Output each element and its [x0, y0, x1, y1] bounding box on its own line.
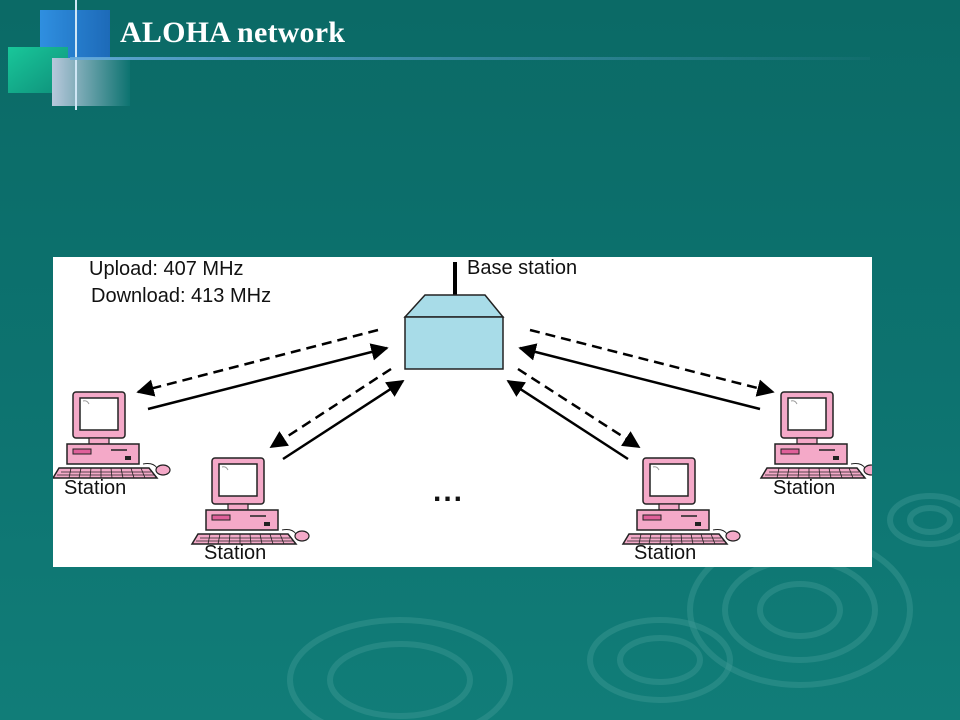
station-computer-icon-2 — [191, 457, 310, 545]
upload-arrow-inner-right — [506, 379, 629, 461]
station-computer-icon-1 — [52, 391, 171, 479]
station-label-1: Station — [64, 477, 127, 499]
download-arrow-left — [136, 328, 379, 397]
base-station-label: Base station — [467, 257, 578, 279]
upload-arrow-right — [518, 343, 761, 411]
download-arrow-inner-left — [269, 367, 392, 449]
station-label-2: Station — [204, 542, 267, 564]
slide-title: ALOHA network — [120, 16, 346, 49]
station-label-4: Station — [773, 477, 836, 499]
download-arrow-right — [529, 328, 775, 397]
station-computer-icon-3 — [622, 457, 741, 545]
download-frequency-label: Download: 413 MHz — [91, 285, 272, 307]
aloha-diagram — [52, 262, 879, 545]
title-underline — [70, 57, 870, 60]
station-computer-icon-4 — [760, 391, 879, 479]
aloha-diagram-panel: Upload: 407 MHz Download: 413 MHz Base s… — [52, 257, 879, 567]
more-stations-ellipsis: ... — [433, 475, 465, 508]
station-label-3: Station — [634, 542, 697, 564]
upload-arrow-inner-left — [282, 379, 405, 461]
download-arrow-inner-right — [517, 367, 641, 449]
base-station-icon — [403, 294, 505, 370]
upload-arrow-left — [147, 343, 389, 411]
upload-frequency-label: Upload: 407 MHz — [89, 258, 244, 280]
